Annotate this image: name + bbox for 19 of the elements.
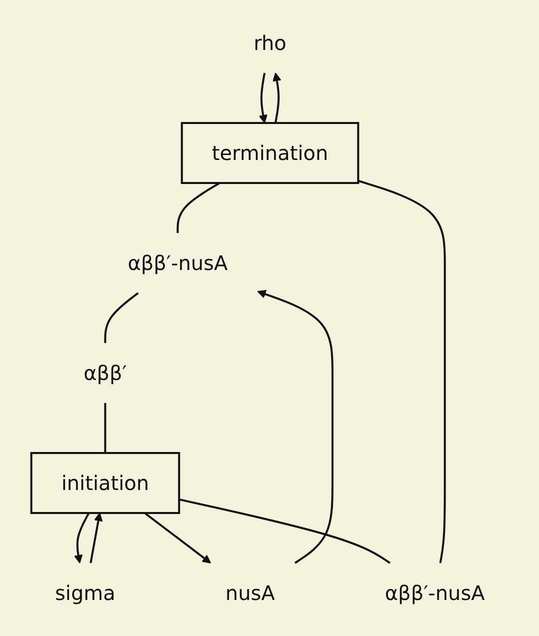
node-text: nusA (225, 581, 274, 605)
node-text: αββ′ (83, 361, 126, 385)
arrow (272, 72, 281, 124)
node-text: sigma (54, 581, 116, 605)
connector (357, 180, 446, 564)
arrow (256, 290, 334, 564)
node-box: initiation (30, 452, 180, 514)
connector (104, 292, 138, 343)
connector (104, 403, 106, 453)
arrow (89, 512, 102, 564)
node-text: αββ′-nusA (127, 251, 228, 275)
node-text: αββ′-nusA (384, 581, 484, 605)
connector (176, 182, 220, 233)
node-text: rho (253, 31, 286, 55)
arrow (144, 512, 211, 564)
connector (178, 498, 390, 564)
node-box: termination (180, 122, 359, 184)
arrow (74, 512, 90, 564)
arrow (258, 72, 268, 124)
